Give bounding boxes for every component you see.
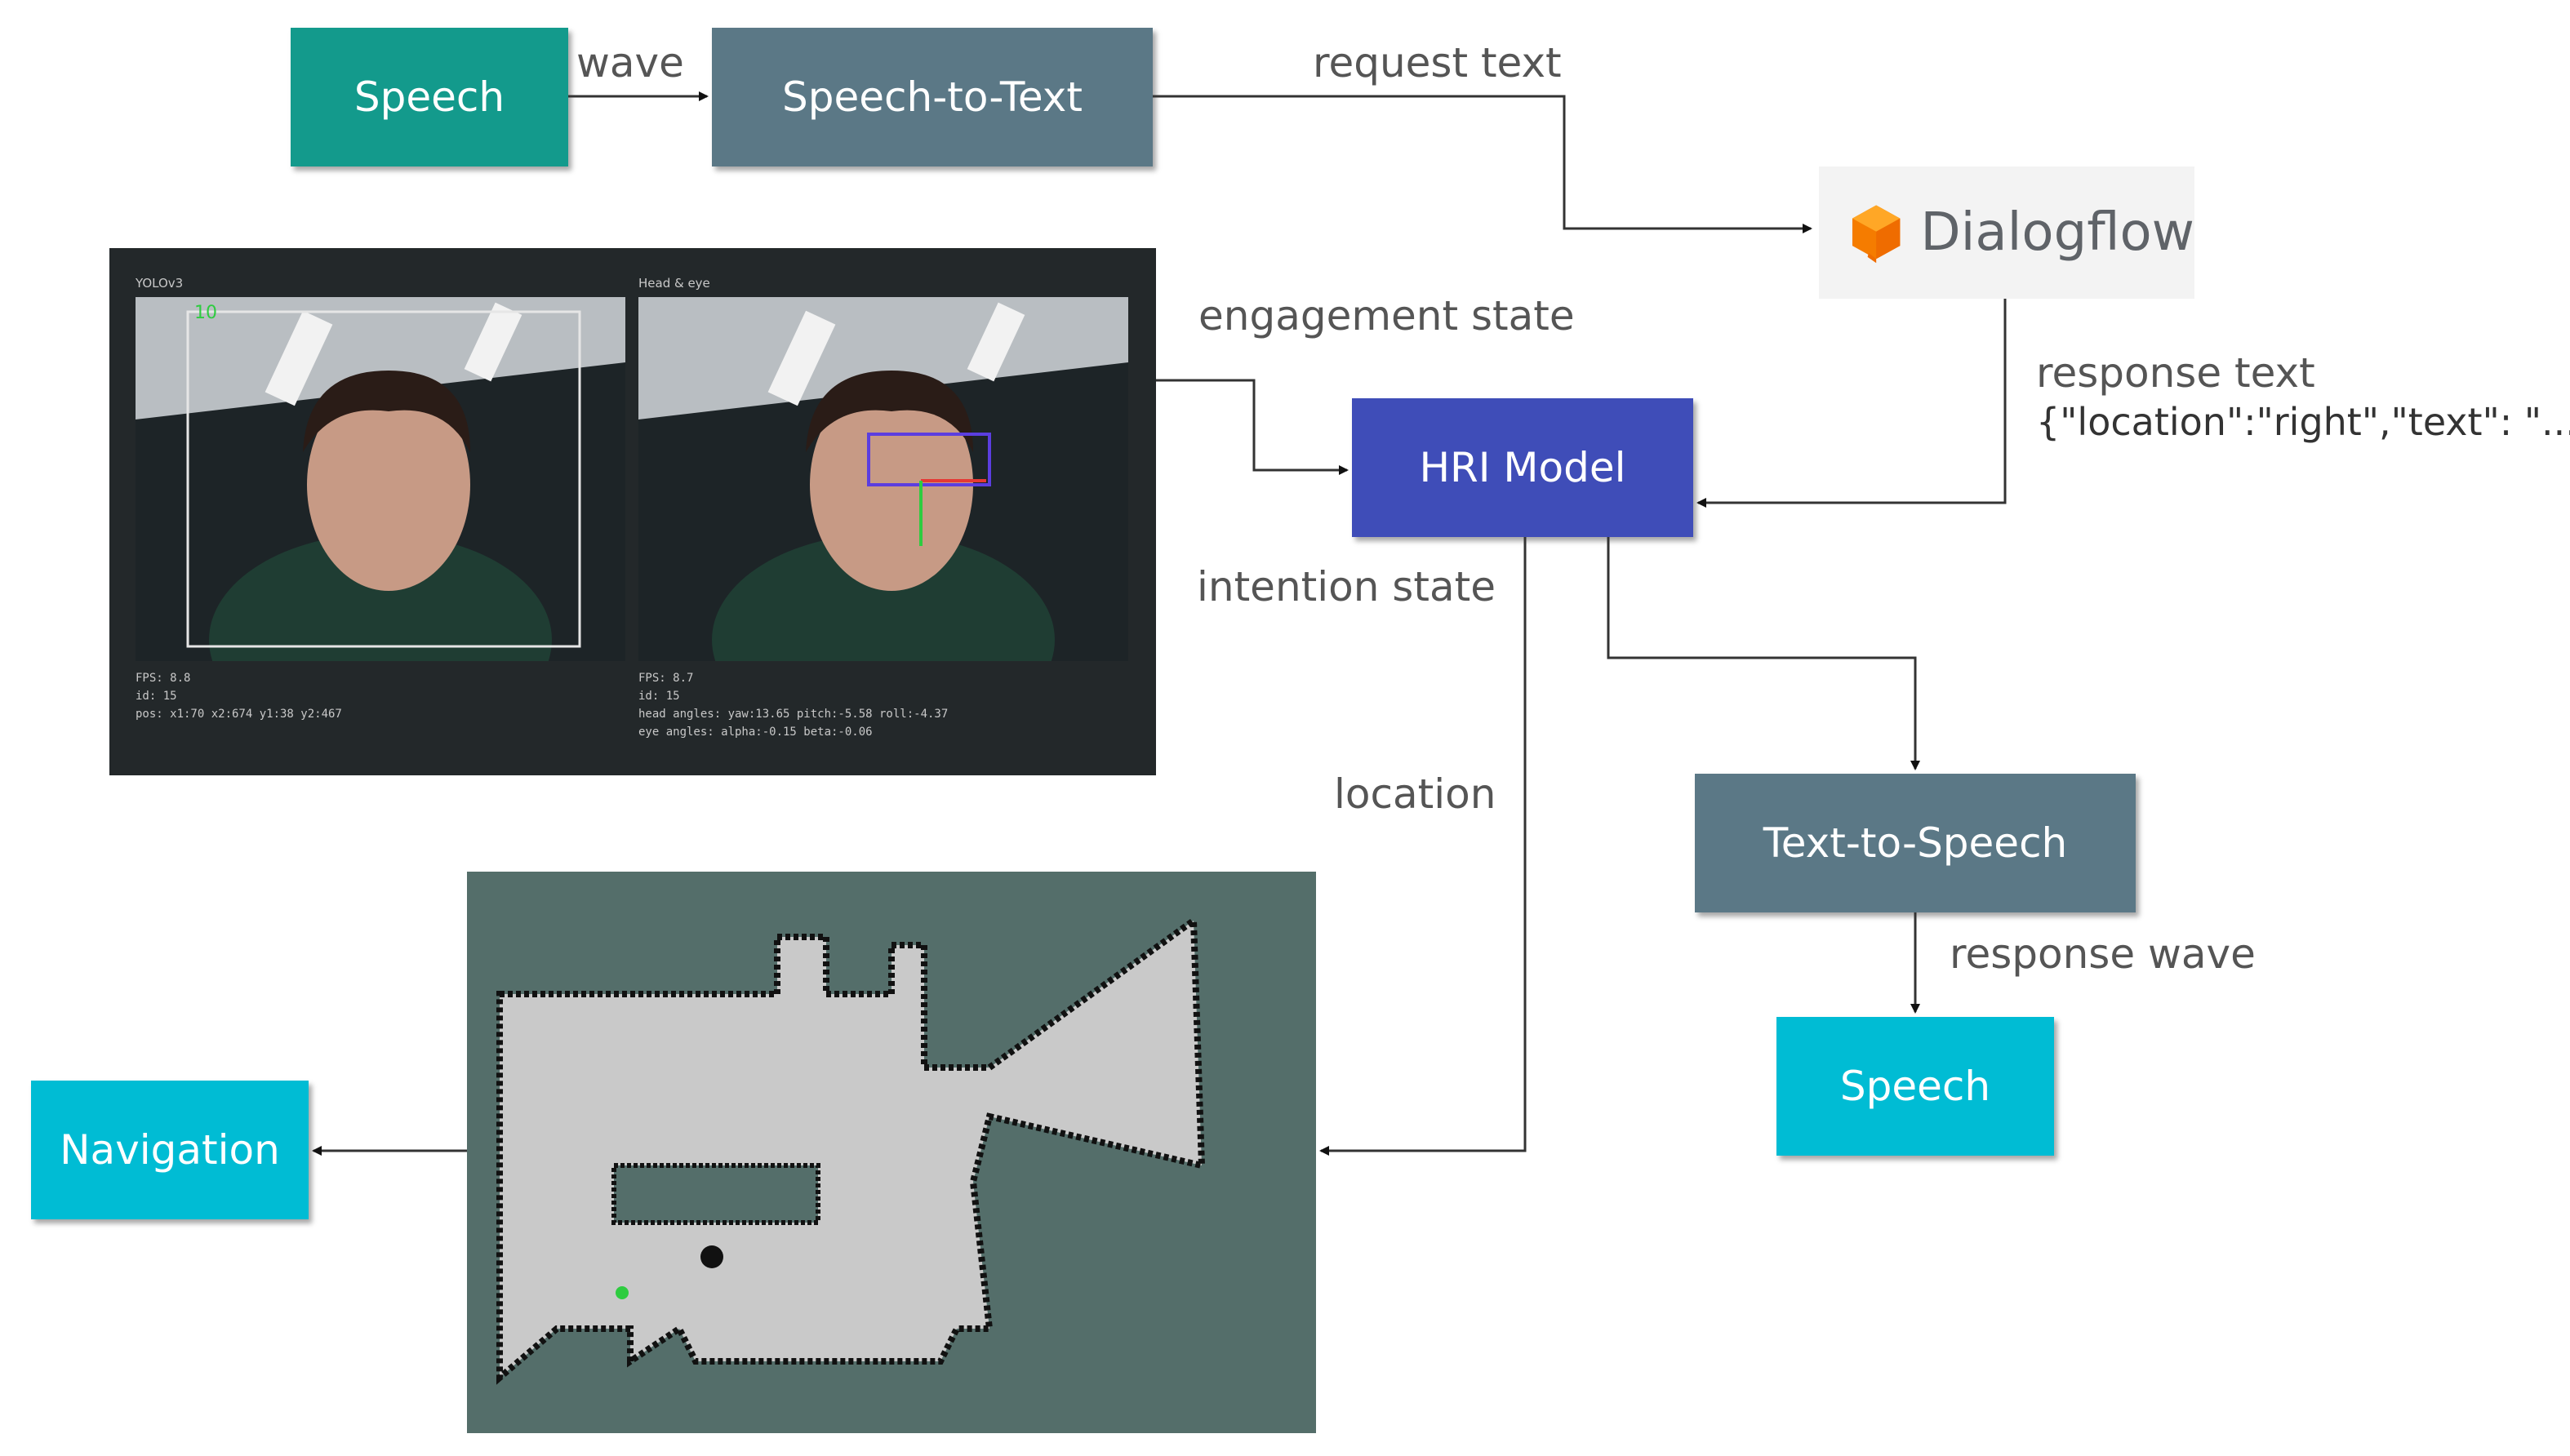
arrow-camera-to-hri xyxy=(1156,379,1349,475)
dialogflow-logo-icon xyxy=(1852,205,1901,264)
yolo-camera-image: 10 xyxy=(136,297,625,661)
speech-to-text-label: Speech-to-Text xyxy=(782,73,1083,121)
response-json-label: {"location":"right","text": "..."} xyxy=(2036,400,2570,444)
intention-state-label: intention state xyxy=(1197,563,1496,610)
dialogflow-node: Dialogflow xyxy=(1819,166,2194,299)
goal-position xyxy=(616,1286,629,1299)
occupancy-map xyxy=(467,872,1316,1433)
speech-input-label: Speech xyxy=(353,73,505,121)
speech-output-node: Speech xyxy=(1776,1017,2054,1156)
speech-input-node: Speech xyxy=(291,28,568,166)
head-eye-panel-title: Head & eye xyxy=(638,276,710,291)
dialogflow-label: Dialogflow xyxy=(1920,202,2194,263)
yolo-panel-title: YOLOv3 xyxy=(136,276,184,291)
navigation-node: Navigation xyxy=(31,1081,309,1219)
text-to-speech-node: Text-to-Speech xyxy=(1695,774,2136,912)
text-to-speech-label: Text-to-Speech xyxy=(1763,819,2068,867)
hri-model-node: HRI Model xyxy=(1352,398,1693,537)
arrow-stt-to-dialogflow xyxy=(1153,95,1812,233)
response-wave-label: response wave xyxy=(1950,930,2256,978)
robot-position xyxy=(700,1245,723,1268)
head-eye-stats: FPS: 8.7 id: 15 head angles: yaw:13.65 p… xyxy=(638,672,949,739)
head-eye-camera-image xyxy=(638,297,1128,661)
arrow-hri-to-map xyxy=(1319,537,1527,1156)
response-text-label: response text xyxy=(2036,349,2315,397)
yolo-id-label: 10 xyxy=(194,303,217,323)
engagement-state-label: engagement state xyxy=(1198,292,1575,340)
camera-panel: YOLOv3 Head & eye 10 FPS: 8.8 id: 15 pos… xyxy=(109,248,1156,775)
map-obstacle xyxy=(611,1163,820,1225)
arrow-hri-to-tts xyxy=(1607,537,1920,770)
speech-to-text-node: Speech-to-Text xyxy=(712,28,1153,166)
arrow-dialogflow-to-hri xyxy=(1696,299,2007,508)
yolo-stats: FPS: 8.8 id: 15 pos: x1:70 x2:674 y1:38 … xyxy=(136,672,342,721)
wave-label: wave xyxy=(576,39,684,87)
location-label: location xyxy=(1334,770,1496,818)
hri-model-label: HRI Model xyxy=(1419,444,1626,491)
map-free-space xyxy=(496,914,1206,1385)
request-text-label: request text xyxy=(1313,39,1562,87)
speech-output-label: Speech xyxy=(1839,1063,1991,1110)
navigation-label: Navigation xyxy=(60,1126,280,1174)
